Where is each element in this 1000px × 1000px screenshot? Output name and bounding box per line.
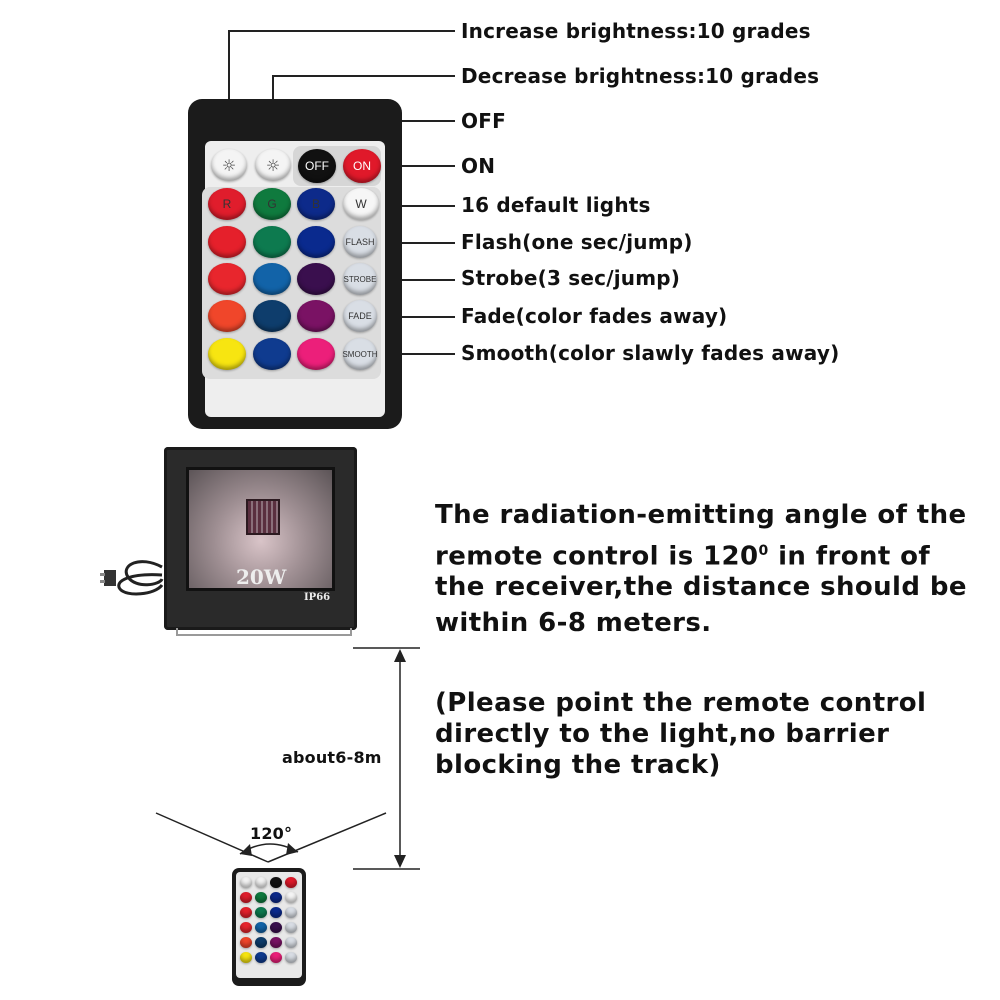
on-button[interactable]: ON: [343, 149, 381, 183]
yellow-button[interactable]: [208, 338, 246, 370]
led-chip: [246, 499, 280, 535]
flood-light: 20W IP66: [164, 447, 357, 630]
rating-label: IP66: [304, 592, 331, 603]
label-flash: Flash(one sec/jump): [461, 230, 693, 254]
flash-button[interactable]: FLASH: [343, 226, 377, 258]
color-button[interactable]: [297, 263, 335, 295]
strobe-button[interactable]: STROBE: [343, 263, 377, 295]
color-button[interactable]: [253, 263, 291, 295]
color-button[interactable]: [208, 263, 246, 295]
fade-button[interactable]: FADE: [343, 300, 377, 332]
small-remote-buttons: [238, 874, 300, 982]
smooth-button[interactable]: SMOOTH: [342, 338, 378, 370]
color-button[interactable]: [297, 226, 335, 258]
label-increase-brightness: Increase brightness:10 grades: [461, 19, 811, 43]
color-button[interactable]: [208, 226, 246, 258]
angle-label: 120°: [250, 824, 293, 843]
blue-button[interactable]: B: [297, 188, 335, 220]
label-on: ON: [461, 154, 496, 178]
label-fade: Fade(color fades away): [461, 304, 728, 328]
green-button[interactable]: G: [253, 188, 291, 220]
pink-button[interactable]: [297, 338, 335, 370]
info-line-4: within 6-8 meters.: [435, 608, 712, 638]
power-cable: [100, 560, 164, 596]
info-line-1: The radiation-emitting angle of the: [435, 500, 967, 530]
sun-icon: ☼: [221, 155, 237, 175]
label-strobe: Strobe(3 sec/jump): [461, 266, 681, 290]
note-line-3: blocking the track): [435, 750, 721, 780]
label-decrease-brightness: Decrease brightness:10 grades: [461, 64, 820, 88]
color-button[interactable]: [253, 300, 291, 332]
info-line-3: the receiver,the distance should be: [435, 572, 967, 602]
flood-light-bracket: [176, 628, 352, 636]
brightness-up-button[interactable]: ☼: [211, 149, 247, 181]
note-line-2: directly to the light,no barrier: [435, 719, 890, 749]
brightness-down-button[interactable]: ☼: [255, 149, 291, 181]
color-button[interactable]: [253, 226, 291, 258]
wattage-label: 20W: [236, 565, 287, 589]
info-line-2: remote control is 1200 in front of: [435, 541, 931, 572]
color-button[interactable]: [297, 300, 335, 332]
distance-label: about6-8m: [282, 748, 382, 767]
note-line-1: (Please point the remote control: [435, 688, 927, 718]
white-button[interactable]: W: [343, 188, 379, 220]
sun-dim-icon: ☼: [265, 155, 281, 175]
label-smooth: Smooth(color slawly fades away): [461, 341, 840, 365]
label-default-lights: 16 default lights: [461, 193, 651, 217]
off-button[interactable]: OFF: [298, 149, 336, 183]
color-button[interactable]: [208, 300, 246, 332]
label-off: OFF: [461, 109, 506, 133]
red-button[interactable]: R: [208, 188, 246, 220]
color-button[interactable]: [253, 338, 291, 370]
